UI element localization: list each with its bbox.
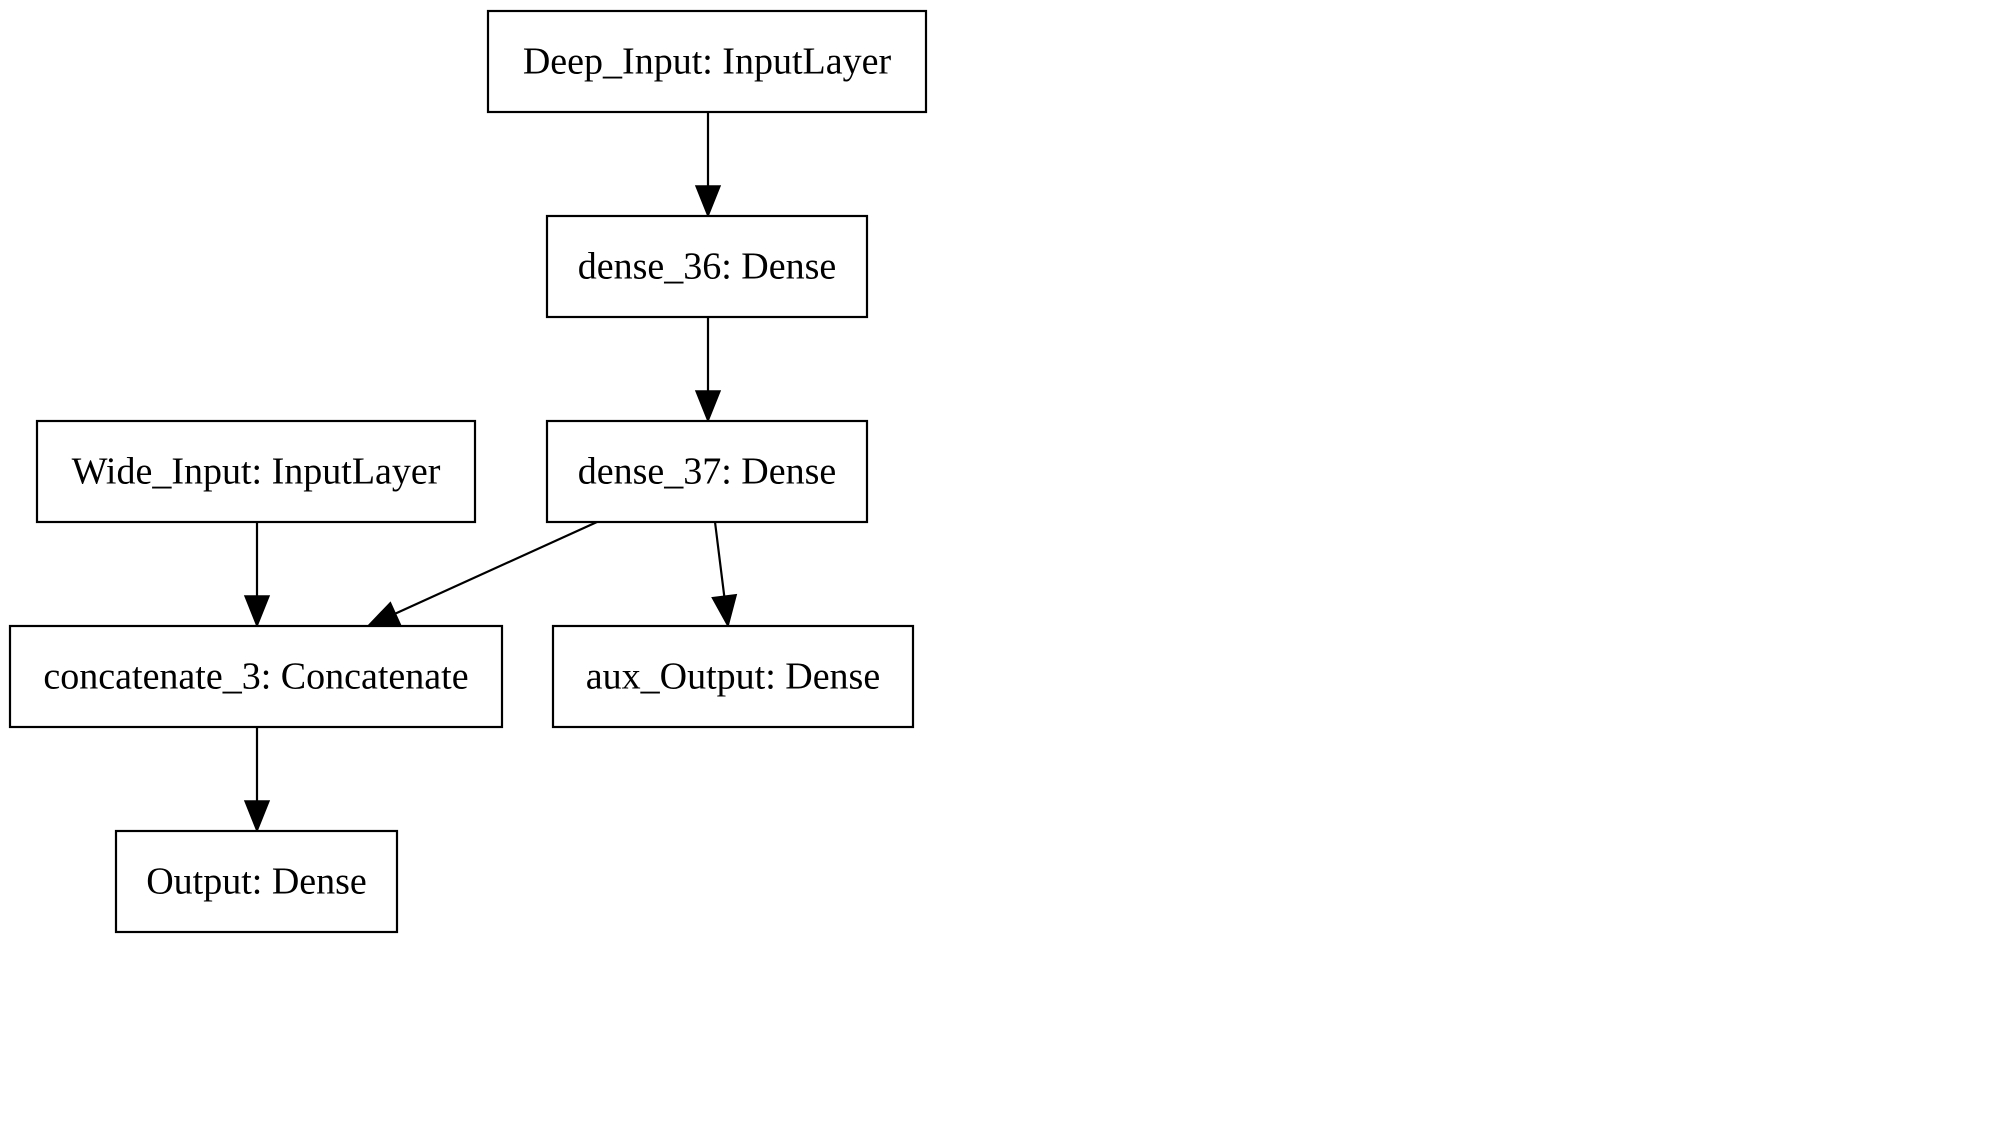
- arrowhead: [366, 601, 402, 627]
- node-box: [545, 214, 869, 319]
- edge-line: [394, 520, 598, 615]
- node-aux-output: aux_Output: Dense: [551, 624, 915, 729]
- node-box: [545, 419, 869, 524]
- node-wide-input: Wide_Input: InputLayer: [35, 419, 477, 524]
- node-concatenate-3: concatenate_3: Concatenate: [8, 624, 504, 729]
- arrowhead: [243, 800, 271, 834]
- node-label: concatenate_3: Concatenate: [43, 656, 468, 698]
- edge-wide-input-to-concatenate-3: [243, 522, 271, 629]
- node-label: aux_Output: Dense: [586, 656, 880, 698]
- node-box: [35, 419, 477, 524]
- arrowhead: [243, 595, 271, 629]
- node-label: Output: Dense: [146, 861, 367, 903]
- edge-dense-37-to-concatenate-3: [366, 520, 598, 627]
- edge-dense-37-to-aux-output: [711, 521, 738, 629]
- arrowhead: [694, 390, 722, 424]
- node-box: [551, 624, 915, 729]
- edge-deep-input-to-dense-36: [694, 112, 722, 219]
- node-label: Wide_Input: InputLayer: [72, 451, 441, 493]
- node-dense-37: dense_37: Dense: [545, 419, 869, 524]
- arrowhead: [694, 185, 722, 219]
- node-box: [8, 624, 504, 729]
- edge-line: [713, 521, 726, 597]
- node-label: dense_37: Dense: [578, 451, 837, 493]
- node-box: [486, 9, 928, 114]
- node-deep-input: Deep_Input: InputLayer: [486, 9, 928, 114]
- nodes-layer: Deep_Input: InputLayer dense_36: DenseWid…: [8, 9, 928, 934]
- node-output: Output: Dense: [114, 829, 399, 934]
- edge-dense-36-to-dense-37: [694, 317, 722, 424]
- node-box: [114, 829, 399, 934]
- arrowhead: [711, 593, 738, 629]
- node-label: dense_36: Dense: [578, 246, 837, 288]
- edge-concatenate-3-to-output: [243, 727, 271, 834]
- edges-layer: [243, 112, 738, 834]
- node-dense-36: dense_36: Dense: [545, 214, 869, 319]
- node-label: Deep_Input: InputLayer: [523, 41, 892, 83]
